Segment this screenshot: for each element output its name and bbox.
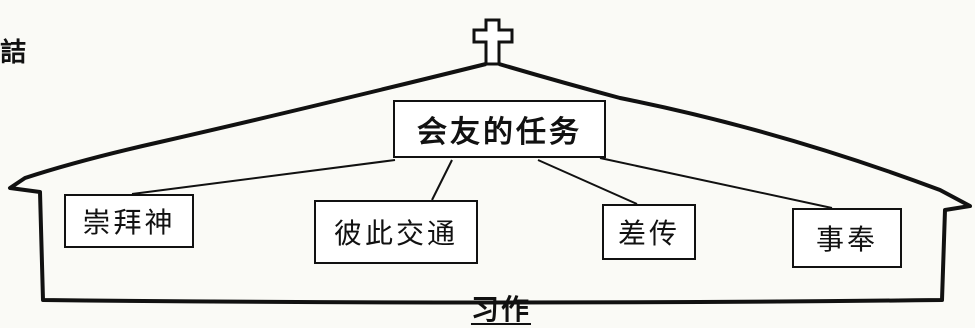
box-worship: 崇拜神 bbox=[64, 194, 194, 248]
box-service: 事奉 bbox=[792, 208, 902, 268]
cross-icon bbox=[472, 18, 514, 66]
connector-line-2 bbox=[431, 159, 453, 201]
center-box: 会友的任务 bbox=[393, 100, 606, 158]
connector-line-1 bbox=[131, 159, 396, 195]
box-fellowship: 彼此交通 bbox=[314, 200, 478, 264]
corner-text: 詰 bbox=[0, 38, 27, 68]
footer-label: 习作 bbox=[470, 293, 531, 326]
box-mission: 差传 bbox=[602, 204, 696, 260]
connector-line-4 bbox=[599, 157, 833, 209]
connector-line-3 bbox=[537, 159, 638, 205]
church-building bbox=[8, 62, 972, 305]
